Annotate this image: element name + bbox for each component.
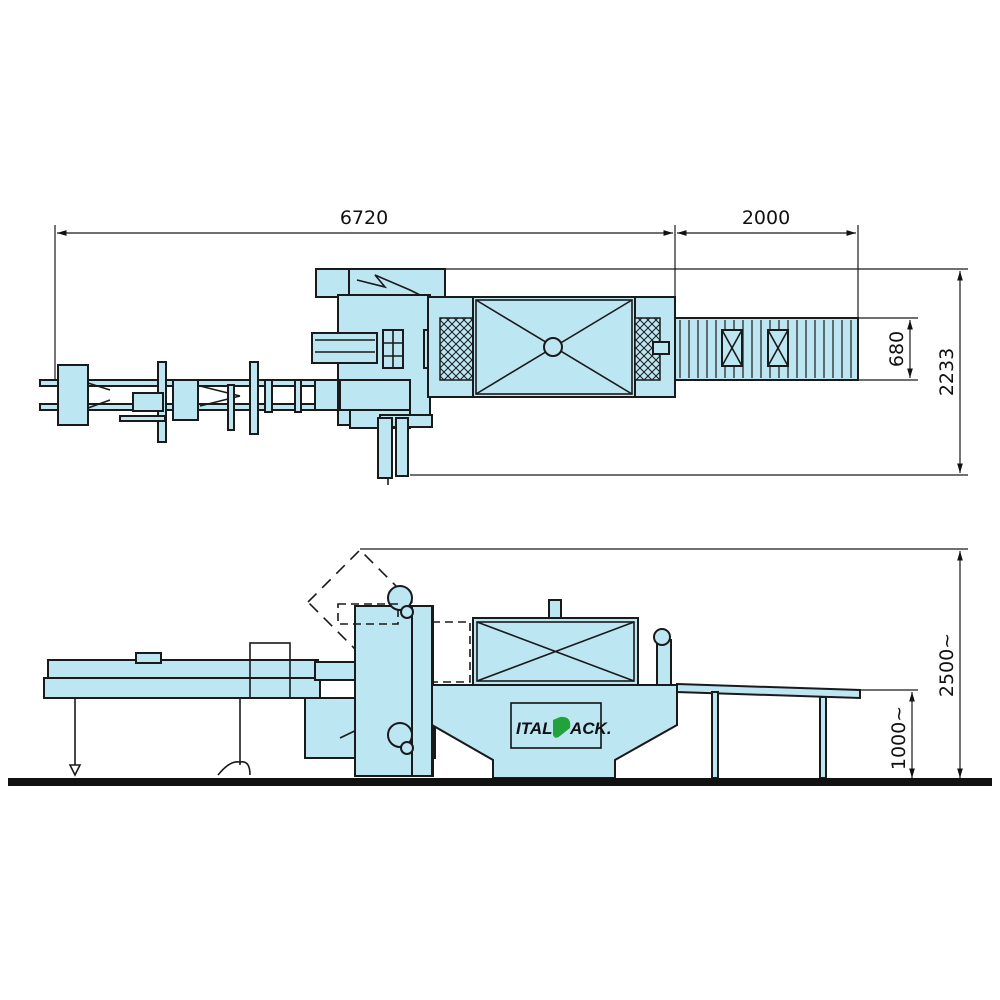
dimension-2000: 2000: [677, 207, 856, 236]
logo-text-left: ITAL: [516, 719, 553, 738]
elevation-view: 2500~ 1000~: [8, 548, 992, 786]
dim-680-label: 680: [886, 331, 908, 367]
dimension-2500: 2500~: [360, 548, 968, 778]
dim-2000-label: 2000: [742, 207, 790, 229]
wrapper-unit-side: ITAL ACK.: [304, 548, 678, 779]
italpack-logo: ITAL ACK.: [510, 702, 612, 749]
infeed-conveyor-plan: [39, 361, 341, 443]
infeed-conveyor-side: [43, 642, 321, 777]
wrapper-unit-plan: [311, 268, 676, 485]
dim-1000-label: 1000~: [888, 706, 910, 770]
floor-line: [8, 778, 992, 786]
dim-6720-label: 6720: [340, 207, 388, 229]
outfeed-conveyor-plan: [674, 317, 859, 381]
logo-text-right: ACK.: [569, 719, 612, 738]
plan-view: 6720 2000 680 2233: [39, 207, 968, 485]
dimension-680: 680: [858, 317, 918, 381]
outfeed-conveyor-side: [676, 682, 861, 779]
dim-2233-label: 2233: [936, 348, 958, 396]
dimension-6720: 6720: [54, 207, 859, 385]
dim-2500-label: 2500~: [936, 633, 958, 697]
dimension-1000: 1000~: [860, 689, 918, 778]
dimension-2233: 2233: [410, 268, 968, 476]
